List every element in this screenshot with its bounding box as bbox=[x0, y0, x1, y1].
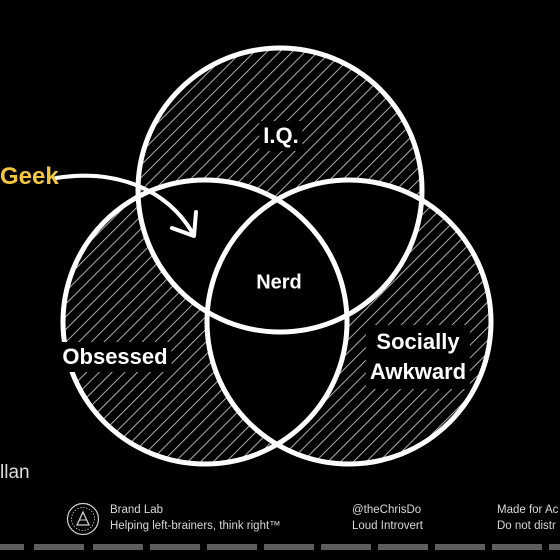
obsessed-label: Obsessed bbox=[58, 342, 172, 372]
segment bbox=[0, 544, 24, 550]
segment bbox=[435, 544, 485, 550]
obsessed-circle bbox=[60, 177, 350, 467]
notice-line-1: Made for Ac bbox=[497, 504, 559, 516]
socially-label-line: Socially bbox=[376, 329, 460, 354]
awkward-label-line: Awkward bbox=[369, 359, 467, 384]
segment bbox=[150, 544, 200, 550]
brand-name: Brand Lab bbox=[110, 504, 164, 516]
segment bbox=[549, 544, 560, 550]
handle-text: @theChrisDo Loud Introvert bbox=[352, 502, 423, 534]
iq-circle bbox=[135, 45, 425, 335]
socially-awkward-label: Socially Awkward bbox=[365, 325, 471, 389]
notice-line-2: Do not distr bbox=[497, 520, 556, 532]
nerd-label: Nerd bbox=[256, 271, 302, 294]
handle-subtitle: Loud Introvert bbox=[352, 520, 423, 532]
progress-segments bbox=[0, 544, 560, 550]
brand-lab-text: Brand Lab Helping left-brainers, think r… bbox=[110, 502, 281, 534]
social-handle: @theChrisDo bbox=[352, 504, 422, 516]
brand-tagline: Helping left-brainers, think right™ bbox=[110, 520, 281, 532]
geek-callout-label: Geek bbox=[0, 163, 59, 190]
segment bbox=[93, 544, 143, 550]
awkward-circle bbox=[204, 177, 494, 467]
segment bbox=[34, 544, 84, 550]
arrow-icon bbox=[54, 173, 198, 238]
notice-text: Made for Ac Do not distr bbox=[497, 502, 558, 534]
segment bbox=[492, 544, 542, 550]
presenter-name-fragment: llan bbox=[0, 462, 30, 483]
segment bbox=[321, 544, 371, 550]
segment bbox=[207, 544, 257, 550]
iq-label: I.Q. bbox=[259, 121, 303, 151]
segment bbox=[264, 544, 314, 550]
segment bbox=[378, 544, 428, 550]
brand-logo-icon bbox=[66, 502, 100, 536]
